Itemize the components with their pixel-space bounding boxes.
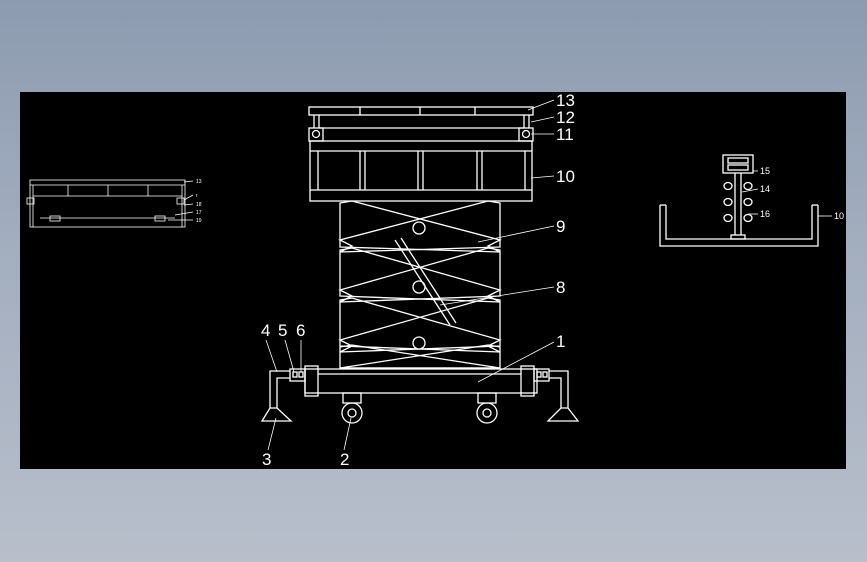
callout-11: 11 — [556, 125, 574, 144]
callout-1: 1 — [556, 332, 565, 351]
top-callout-17: 17 — [196, 210, 202, 216]
side-callout-10: 10 — [834, 211, 844, 221]
top-callout-13: 13 — [196, 179, 202, 185]
leader-lines — [265, 99, 555, 451]
platform-box — [309, 140, 533, 202]
casters — [341, 392, 498, 424]
drawing-canvas — [20, 92, 846, 469]
main-view: 13 12 11 10 9 8 1 4 5 6 3 2 — [260, 91, 580, 469]
side-callout-15: 15 — [760, 166, 770, 176]
callout-6: 6 — [296, 321, 305, 340]
callout-5: 5 — [278, 321, 287, 340]
railing-posts — [308, 115, 534, 142]
side-callout-14: 14 — [760, 184, 770, 194]
top-callout-18: 18 — [196, 202, 202, 208]
hydraulic-cylinder — [394, 237, 457, 326]
callout-9: 9 — [556, 217, 565, 236]
callout-13: 13 — [556, 91, 575, 110]
side-view-buttons — [723, 181, 753, 223]
base-frame — [304, 365, 538, 397]
callout-3: 3 — [262, 450, 271, 469]
callout-10: 10 — [556, 167, 575, 186]
left-outrigger — [260, 368, 306, 422]
top-view: 13 r 18 17 19 — [26, 179, 202, 228]
callout-12: 12 — [556, 108, 575, 127]
top-railing — [308, 106, 534, 116]
callout-2: 2 — [340, 450, 349, 469]
right-outrigger — [533, 368, 580, 422]
side-callout-16: 16 — [760, 209, 770, 219]
callout-8: 8 — [556, 278, 565, 297]
top-callout-19: 19 — [196, 218, 202, 224]
callout-4: 4 — [261, 321, 270, 340]
side-view: 15 14 16 10 — [659, 154, 844, 247]
scissor-arms — [338, 200, 502, 369]
top-callout-r: r — [196, 193, 198, 199]
